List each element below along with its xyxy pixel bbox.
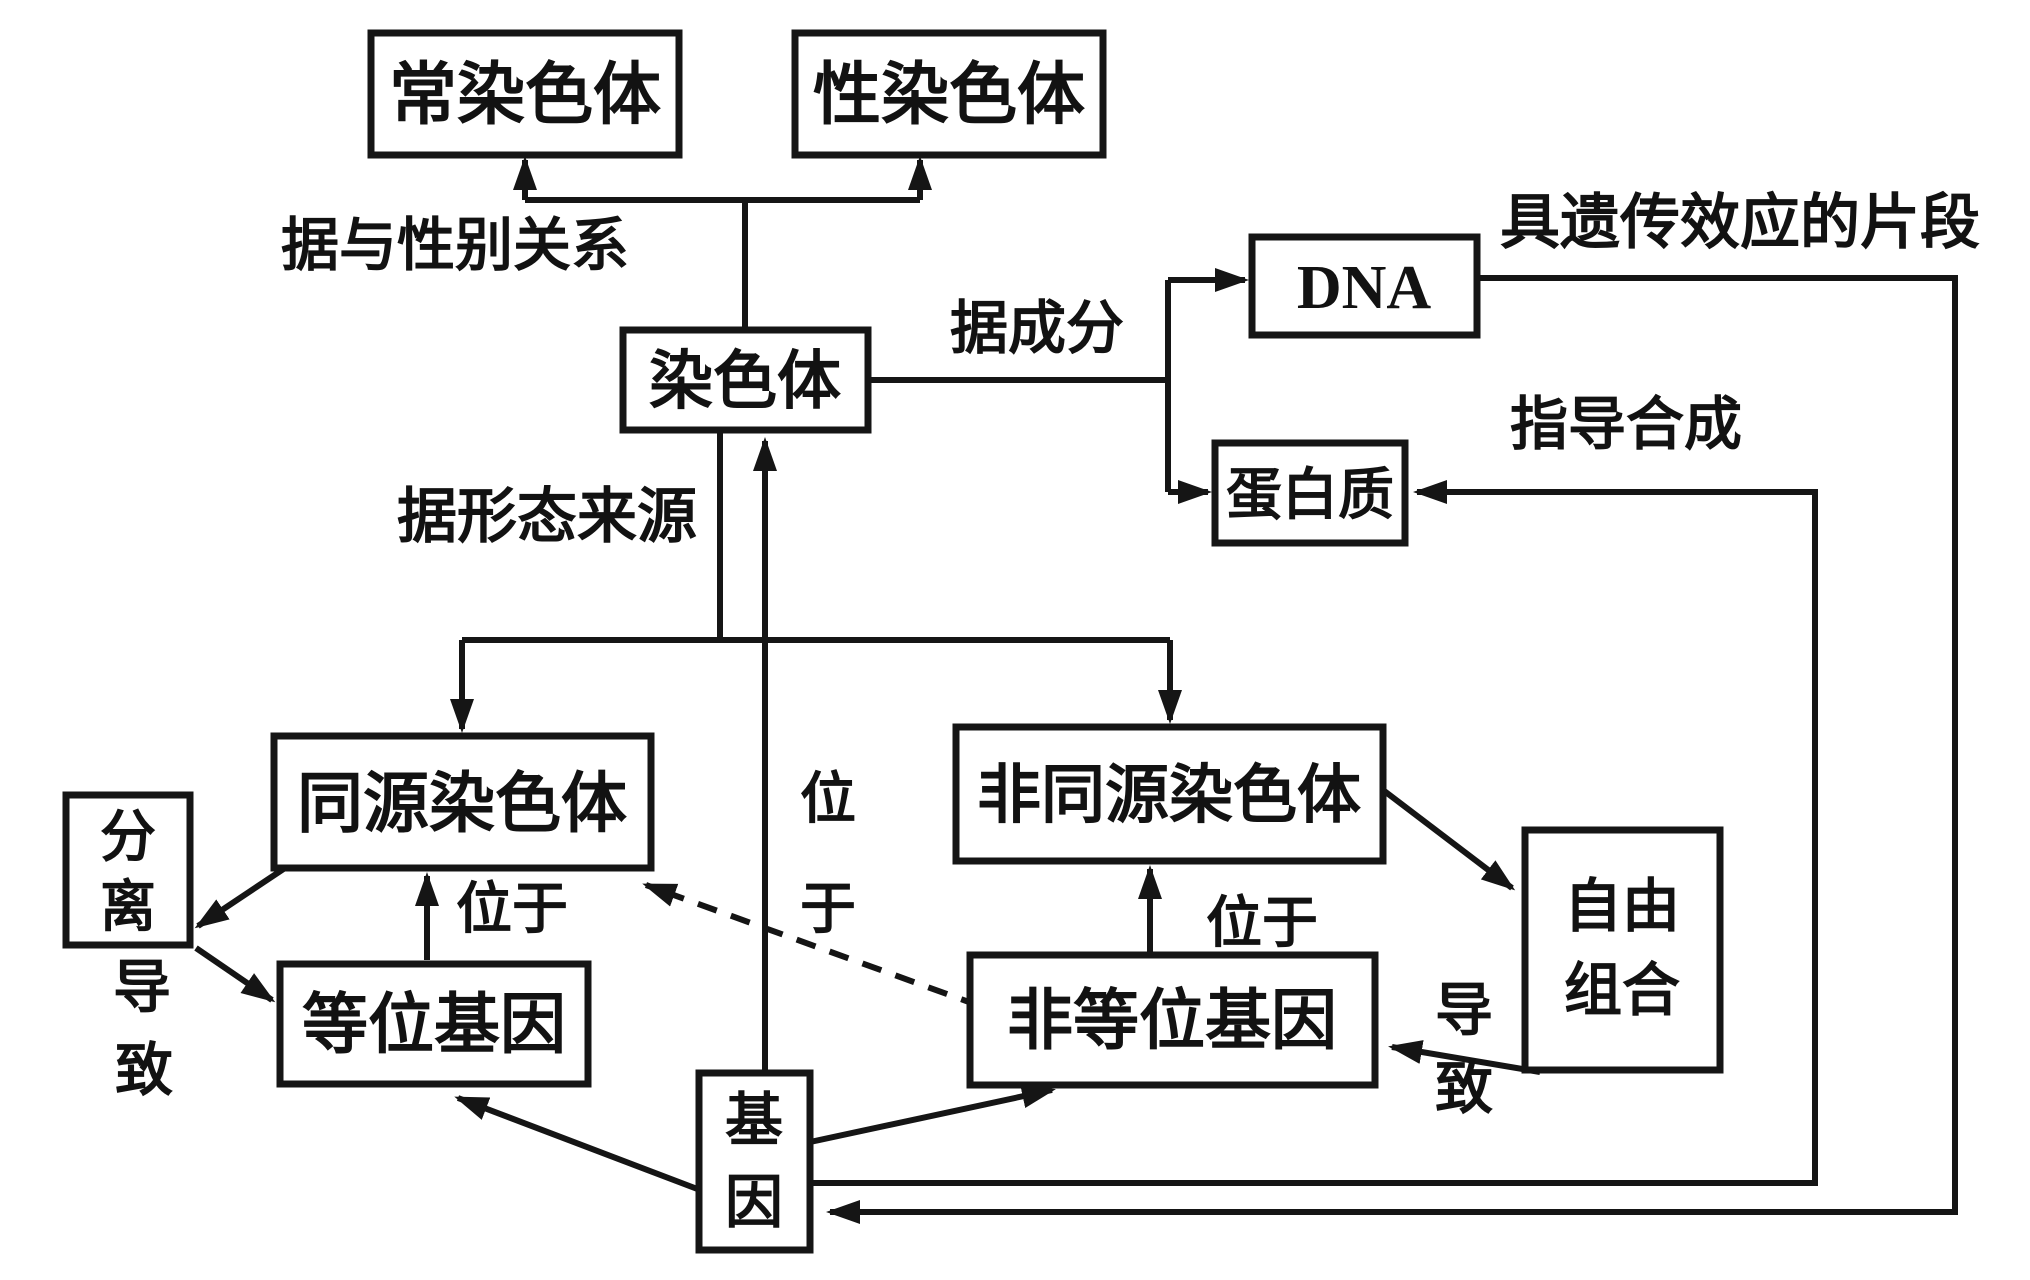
node-free-combination-line1: 自由 bbox=[1564, 874, 1680, 939]
node-chromosome: 染色体 bbox=[619, 326, 872, 434]
label-leads-to-right-line2: 致 bbox=[1435, 1056, 1493, 1121]
edge-group bbox=[194, 156, 1958, 1224]
label-guide-synthesis: 指导合成 bbox=[1510, 392, 1742, 457]
edge-gene-to-protein bbox=[810, 480, 1818, 1186]
node-dna-rect bbox=[1248, 233, 1481, 339]
node-allele-rect bbox=[276, 960, 592, 1088]
node-allele-label: 等位基因 bbox=[302, 987, 566, 1061]
node-segregation: 分 离 bbox=[62, 791, 194, 949]
node-segregation-line2: 离 bbox=[100, 875, 156, 938]
edge-dashed-nonallele-to-homologous bbox=[642, 882, 982, 1009]
label-by-sex-relation: 据与性别关系 bbox=[281, 213, 629, 278]
node-gene-line2: 因 bbox=[725, 1170, 783, 1235]
edge-dna-to-gene bbox=[826, 275, 1958, 1224]
node-free-combination: 自由 组合 bbox=[1521, 826, 1724, 1074]
edge-label-group: 据与性别关系 据成分 据形态来源 具遗传效应的片段 指导合成 位于 位 于 位于… bbox=[113, 189, 1980, 1121]
node-gene: 基 因 bbox=[695, 1069, 814, 1254]
label-leads-to-right-line1: 导 bbox=[1435, 978, 1493, 1043]
edge-freecombination-to-nonallele bbox=[1388, 1040, 1541, 1075]
node-sex-chromosome: 性染色体 bbox=[791, 29, 1107, 159]
node-gene-rect bbox=[695, 1069, 814, 1254]
node-gene-line1: 基 bbox=[725, 1088, 783, 1153]
node-free-combination-rect bbox=[1521, 826, 1724, 1074]
node-homologous-rect bbox=[270, 732, 655, 872]
node-chromosome-rect bbox=[619, 326, 872, 434]
label-located-on-center-line2: 于 bbox=[800, 877, 856, 940]
node-sex-chromosome-rect bbox=[791, 29, 1107, 159]
label-by-composition: 据成分 bbox=[950, 296, 1124, 361]
node-autosome-label: 常染色体 bbox=[389, 57, 661, 133]
node-non-allele-label: 非等位基因 bbox=[1007, 983, 1337, 1057]
label-located-on-left: 位于 bbox=[456, 877, 568, 940]
label-leads-to-left-line2: 致 bbox=[115, 1038, 173, 1103]
node-allele: 等位基因 bbox=[276, 960, 592, 1088]
node-homologous-label: 同源染色体 bbox=[297, 766, 627, 840]
node-segregation-line1: 分 bbox=[100, 805, 156, 868]
edge-gene-to-nonallele bbox=[809, 1084, 1056, 1145]
label-leads-to-left-line1: 导 bbox=[113, 955, 171, 1020]
node-autosome-rect bbox=[367, 29, 683, 159]
node-non-allele: 非等位基因 bbox=[966, 951, 1379, 1089]
label-located-on-right: 位于 bbox=[1206, 891, 1318, 954]
node-sex-chromosome-label: 性染色体 bbox=[813, 57, 1085, 133]
node-free-combination-line2: 组合 bbox=[1564, 958, 1680, 1023]
node-non-homologous-chromosome: 非同源染色体 bbox=[952, 723, 1387, 865]
node-segregation-rect bbox=[62, 791, 194, 949]
node-dna-label: DNA bbox=[1297, 254, 1432, 322]
node-protein-rect bbox=[1211, 439, 1409, 547]
node-homologous-chromosome: 同源染色体 bbox=[270, 732, 655, 872]
node-chromosome-label: 染色体 bbox=[649, 345, 841, 417]
edge-gene-to-allele bbox=[454, 1095, 702, 1193]
node-non-homologous-rect bbox=[952, 723, 1387, 865]
edge-segregation-to-allele bbox=[194, 945, 276, 1003]
label-by-morphology-origin: 据形态来源 bbox=[397, 483, 697, 550]
node-non-allele-rect bbox=[966, 951, 1379, 1089]
label-genetic-effect-fragment: 具遗传效应的片段 bbox=[1500, 189, 1980, 256]
node-protein-label: 蛋白质 bbox=[1226, 463, 1394, 526]
edge-nonhomologous-to-freecombination bbox=[1381, 787, 1516, 891]
label-located-on-center-line1: 位 bbox=[800, 767, 856, 830]
node-dna: DNA bbox=[1248, 233, 1481, 339]
node-non-homologous-label: 非同源染色体 bbox=[977, 759, 1361, 831]
node-autosome: 常染色体 bbox=[367, 29, 683, 159]
node-protein: 蛋白质 bbox=[1211, 439, 1409, 547]
edge-homologous-to-segregation bbox=[194, 865, 287, 929]
